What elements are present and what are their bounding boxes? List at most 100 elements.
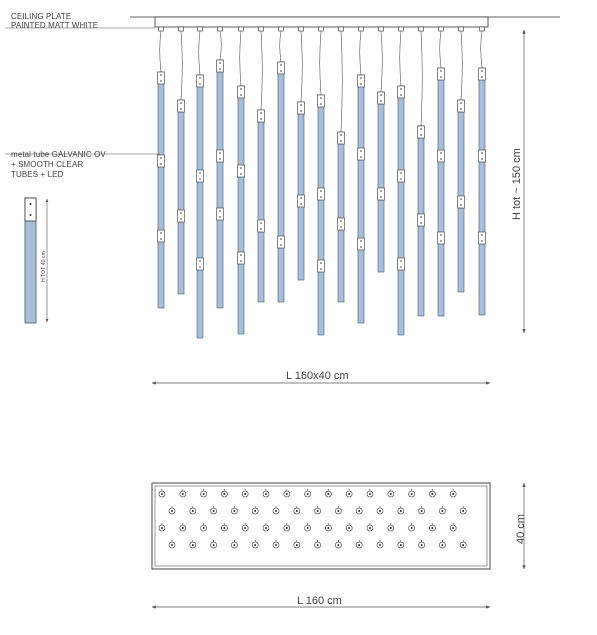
pendants-group <box>157 26 486 339</box>
tube <box>237 85 245 335</box>
suspension-point-center <box>191 544 194 546</box>
suspension-point-center <box>254 510 257 512</box>
plan-suspension-point <box>179 523 187 532</box>
pendant-8 <box>297 26 305 281</box>
detail-height-label: H TOT 40 cm <box>41 251 47 282</box>
tube <box>397 85 405 336</box>
connector-screw <box>260 118 262 120</box>
connector-screw <box>360 150 362 152</box>
connector-block-icon <box>377 187 385 201</box>
plan-suspension-point <box>293 506 301 515</box>
connector-screw <box>199 260 201 262</box>
pendant-1 <box>157 26 165 309</box>
pendant-3 <box>196 26 204 339</box>
connector-screw <box>481 76 483 78</box>
connector-screw <box>180 218 182 220</box>
plan-suspension-point <box>355 506 363 515</box>
connector-screw <box>160 80 162 82</box>
ceiling-rose-icon <box>158 26 164 32</box>
suspension-point-center <box>244 527 247 529</box>
connector-block-icon <box>337 131 345 145</box>
suspension-point-center <box>275 510 277 512</box>
pendant-12 <box>377 26 385 273</box>
connector-screw <box>460 204 462 206</box>
connector-block-icon <box>277 235 285 249</box>
pendant-15 <box>437 26 445 317</box>
connector-screw <box>199 77 201 79</box>
plan-suspension-point <box>325 523 332 532</box>
suspension-point-center <box>399 510 402 512</box>
plan-suspension-point <box>304 523 311 532</box>
connector-screw <box>240 254 242 256</box>
connector-screw <box>440 234 442 236</box>
tube <box>177 99 185 295</box>
connector-block-icon <box>377 91 385 105</box>
connector-screw <box>360 156 362 158</box>
tube <box>257 109 265 303</box>
ceiling-rose-icon <box>217 26 223 32</box>
connector-screw <box>160 238 162 240</box>
connector-screw <box>260 222 262 224</box>
ceiling-rose-icon <box>438 26 444 32</box>
ceiling-rose-icon <box>479 26 485 32</box>
connector-screw <box>300 203 302 205</box>
plan-suspension-point <box>387 489 395 498</box>
plan-suspension-point <box>314 506 321 515</box>
connector-block-icon <box>397 257 405 271</box>
connector-screw <box>400 178 402 180</box>
suspension-point-center <box>358 510 361 512</box>
plan-suspension-points <box>158 489 467 549</box>
suspension-point-center <box>379 510 381 512</box>
connector-block-icon <box>196 169 204 183</box>
suspension-point-center <box>369 527 371 529</box>
connector-screw <box>199 266 201 268</box>
connector-screw <box>240 260 242 262</box>
connector-block-icon <box>478 149 486 163</box>
connector-block-icon <box>478 231 486 245</box>
connector-block-icon <box>237 164 245 178</box>
pendant-7 <box>277 26 285 303</box>
ceiling-finish-label: PAINTED MATT WHITE <box>11 21 99 30</box>
pendant-5 <box>237 26 245 335</box>
pendant-11 <box>357 26 365 324</box>
detail-connector <box>24 197 37 222</box>
depth-plan-label: 40 cm <box>515 514 527 544</box>
plan-suspension-point <box>397 506 405 515</box>
total-height-label: H tot ~ 150 cm <box>511 148 523 220</box>
connector-screw <box>320 268 322 270</box>
connector-screw <box>360 240 362 242</box>
connector-screw <box>440 152 442 154</box>
suspension-point-center <box>285 493 288 495</box>
tube <box>337 131 345 303</box>
suspension-point-center <box>431 527 434 529</box>
suspension-point-center <box>254 544 257 546</box>
plan-suspension-point <box>200 489 207 498</box>
plan-suspension-point <box>439 540 446 549</box>
plan-suspension-point <box>418 540 425 549</box>
tube <box>157 71 165 309</box>
single-tube-detail <box>24 197 49 324</box>
tube <box>196 74 204 339</box>
plan-suspension-point <box>366 489 374 498</box>
suspension-point-center <box>306 493 309 495</box>
connector-block-icon <box>216 207 224 221</box>
connector-screw <box>199 172 201 174</box>
suspension-point-center <box>212 510 215 512</box>
plan-suspension-point <box>158 489 166 498</box>
connector-block-icon <box>237 251 245 265</box>
connector-block-icon <box>177 99 185 113</box>
connector-screw <box>219 152 221 154</box>
suspension-point-center <box>161 493 163 495</box>
suspension-point-center <box>306 527 309 529</box>
suspension-point-center <box>316 510 319 512</box>
connector-block-icon <box>337 217 345 231</box>
connector-screw <box>320 262 322 264</box>
plan-suspension-point <box>262 523 270 532</box>
plan-suspension-point <box>459 540 467 549</box>
plan-suspension-point <box>397 540 405 549</box>
plan-suspension-point <box>231 540 238 549</box>
ceiling-rose-icon <box>338 26 344 32</box>
suspension-cable <box>260 30 263 111</box>
suspension-point-center <box>389 493 392 495</box>
